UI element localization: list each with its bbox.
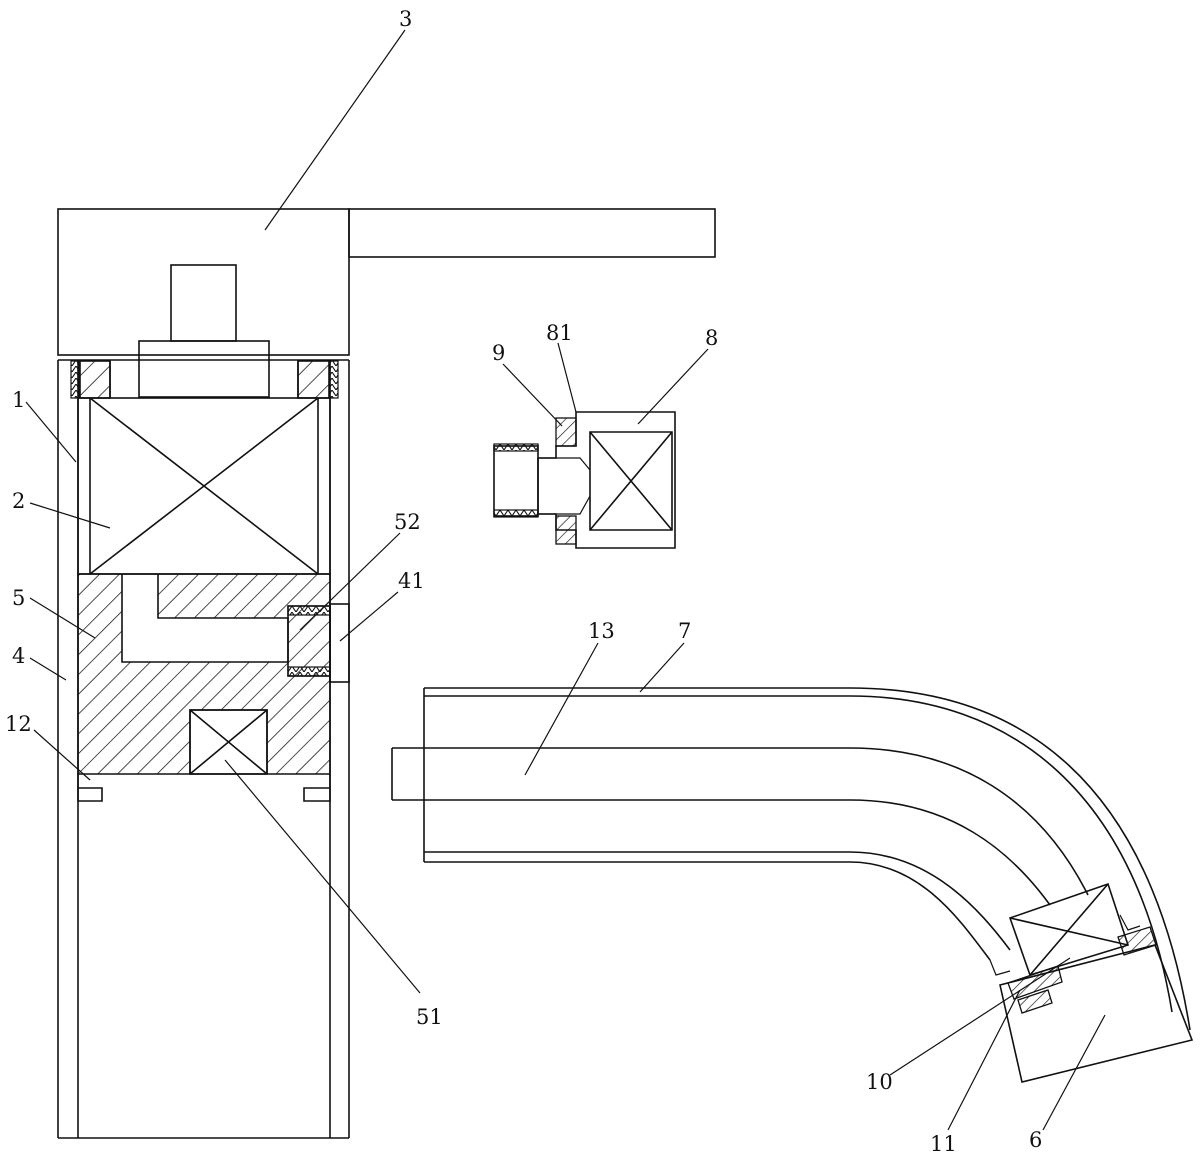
label-6: 6 — [1029, 1128, 1042, 1152]
outlet-head — [999, 944, 1194, 1083]
spout-outer — [424, 687, 1191, 1031]
part-labels: 3 1 2 5 4 12 52 41 51 9 81 8 13 7 10 11 … — [5, 7, 1042, 1156]
label-5: 5 — [12, 586, 25, 610]
label-7: 7 — [678, 619, 691, 643]
label-13: 13 — [588, 619, 615, 643]
handle-stem — [170, 264, 237, 342]
aerator-assembly — [493, 411, 676, 549]
label-4: 4 — [12, 644, 25, 668]
label-52: 52 — [394, 510, 421, 534]
handle-lever — [348, 208, 716, 258]
stem-collar — [138, 340, 270, 398]
label-11: 11 — [930, 1132, 957, 1156]
label-51: 51 — [416, 1005, 443, 1029]
faucet-body-assembly — [57, 208, 716, 1139]
label-12: 12 — [5, 712, 32, 736]
handle-block — [57, 208, 350, 356]
label-10: 10 — [866, 1070, 893, 1094]
leader-lines — [25, 29, 1106, 1131]
label-81: 81 — [546, 321, 573, 345]
valve-51 — [189, 709, 268, 775]
label-8: 8 — [705, 326, 718, 350]
spout-assembly — [391, 687, 1194, 1083]
label-3: 3 — [399, 7, 412, 31]
label-2: 2 — [12, 489, 25, 513]
label-9: 9 — [492, 341, 505, 365]
label-41: 41 — [398, 569, 425, 593]
label-1: 1 — [12, 388, 25, 412]
